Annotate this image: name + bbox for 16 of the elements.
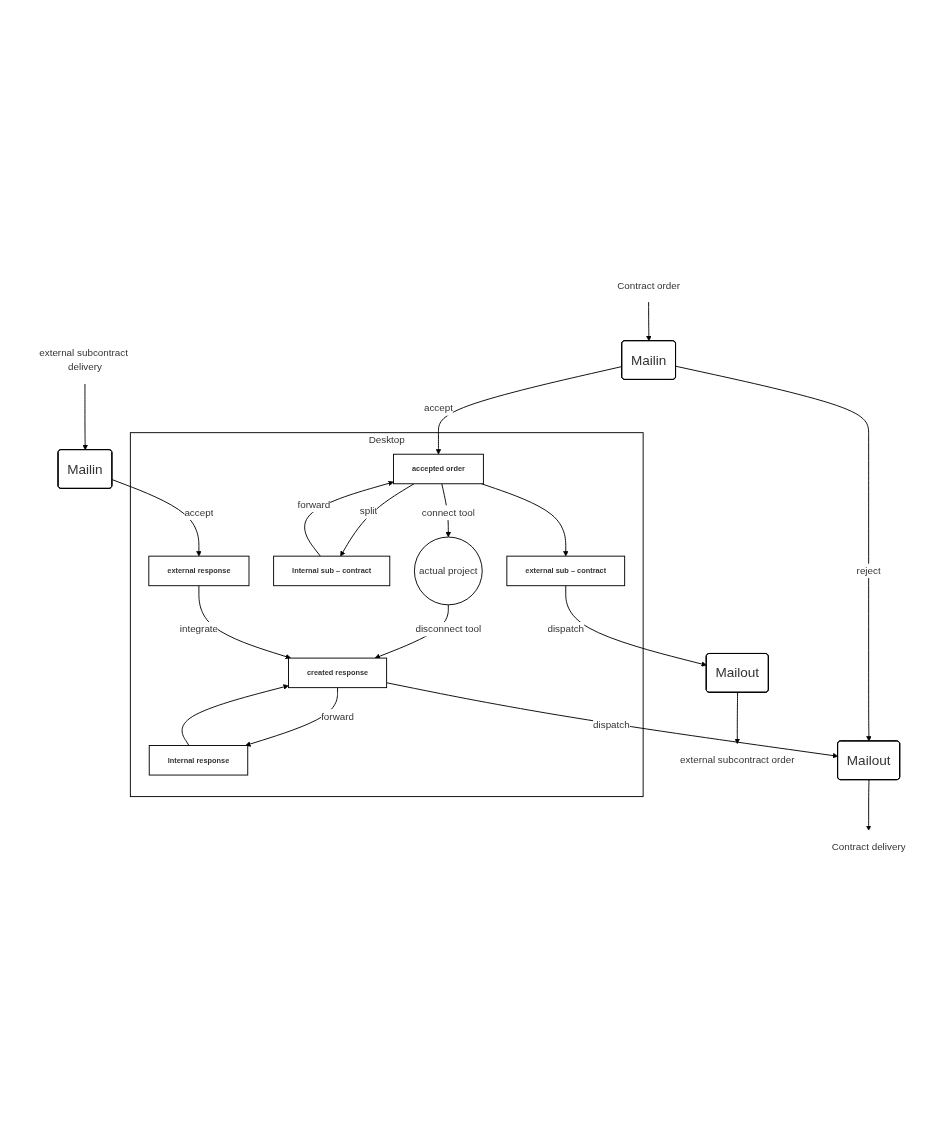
node-text: Contract delivery	[831, 841, 906, 852]
edge-label: reject	[856, 565, 881, 576]
edge-label: disconnect tool	[415, 623, 482, 634]
node-text: Contract order	[617, 279, 681, 291]
node-text: external subcontract delivery	[39, 346, 128, 373]
edge-label: dispatch	[593, 718, 630, 730]
node-circle: actual project	[413, 536, 483, 605]
edge-label: split	[359, 505, 378, 516]
edge-label: accept	[423, 402, 453, 413]
edge-label: accept	[184, 506, 214, 518]
edge-label: forward	[321, 710, 354, 722]
node-text: external subcontract order	[680, 754, 795, 765]
edge-label: forward	[297, 499, 331, 510]
edge-label: dispatch	[547, 623, 585, 634]
edge-label: connect tool	[421, 506, 475, 518]
edge-label: integrate	[179, 623, 219, 634]
